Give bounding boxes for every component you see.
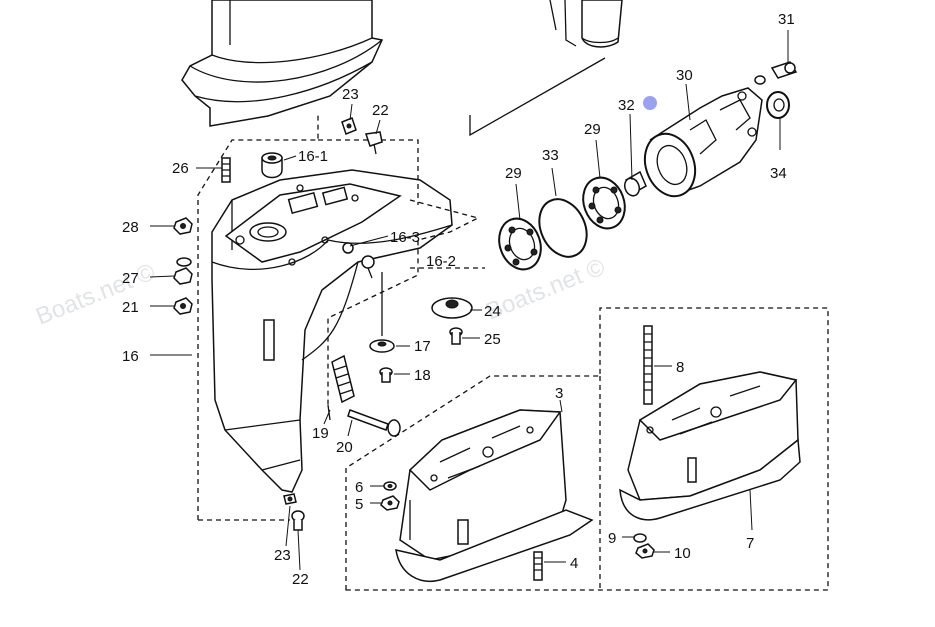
callout-9: 9 [608,530,616,547]
lower-case-7 [619,371,801,521]
callout-28: 28 [122,219,139,236]
callout-26: 26 [172,160,189,177]
bearing-29-right [582,176,626,230]
bushing-32 [623,170,647,197]
callout-22-bottom: 22 [292,571,309,588]
nut-21 [173,297,193,315]
mount-24 [431,297,473,319]
washer-6 [383,481,397,491]
callout-10: 10 [674,545,691,562]
upper-case-3 [395,409,594,582]
grommet-16-1 [261,152,283,179]
callout-24: 24 [484,303,501,320]
callout-32: 32 [618,97,635,114]
bolt-31 [754,61,798,85]
callout-16: 16 [122,348,139,365]
damper-19 [327,354,355,421]
callout-17: 17 [414,338,431,355]
callout-29-right: 29 [584,121,601,138]
callout-19: 19 [312,425,329,442]
callout-7: 7 [746,535,754,552]
callout-20: 20 [336,439,353,456]
callout-18: 18 [414,367,431,384]
callout-34: 34 [770,165,787,182]
watermark-right: Boats.net © [482,253,609,325]
watermark-left: Boats.net © [32,258,159,330]
bearing-housing-30 [643,87,763,198]
callout-29-left: 29 [505,165,522,182]
nut-28 [173,217,193,235]
callout-4: 4 [570,555,578,572]
water-tube [469,0,623,137]
stud-4 [533,551,543,581]
callout-16-2: 16-2 [426,253,456,270]
group-outline-lower [345,307,829,591]
pin-26 [221,157,231,183]
callout-16-1: 16-1 [298,148,328,165]
callout-3: 3 [555,385,563,402]
bolt-25 [449,327,463,345]
washer-27 [173,257,193,285]
callout-31: 31 [778,11,795,28]
callout-25: 25 [484,331,501,348]
bolt-18 [379,367,393,383]
highlight-dot [643,96,657,110]
leader-lines [149,30,789,571]
callout-6: 6 [355,479,363,496]
callout-5: 5 [355,496,363,513]
bolt-22-bottom [291,510,305,531]
callout-27: 27 [122,270,139,287]
drive-shaft-housing [211,169,453,493]
bolt-22-top [365,131,383,155]
bolt-23-top [341,117,357,135]
callout-23-top: 23 [342,86,359,103]
upper-casing [181,0,384,127]
bolt-23-bottom [283,493,297,505]
bearing-29-left [498,217,542,271]
callout-33: 33 [542,147,559,164]
callout-23-bottom: 23 [274,547,291,564]
callout-21: 21 [122,299,139,316]
callout-8: 8 [676,359,684,376]
o-ring-33 [538,198,588,258]
group-outline-16 [197,112,319,520]
callout-30: 30 [676,67,693,84]
nut-5 [380,495,400,511]
oil-seal-34 [766,91,790,119]
washer-9 [633,533,647,543]
stud-8 [643,325,653,405]
bolt-20 [347,409,401,437]
nut-10 [635,543,655,559]
callout-22-top: 22 [372,102,389,119]
mount-17 [369,272,395,353]
callout-16-3: 16-3 [390,229,420,246]
